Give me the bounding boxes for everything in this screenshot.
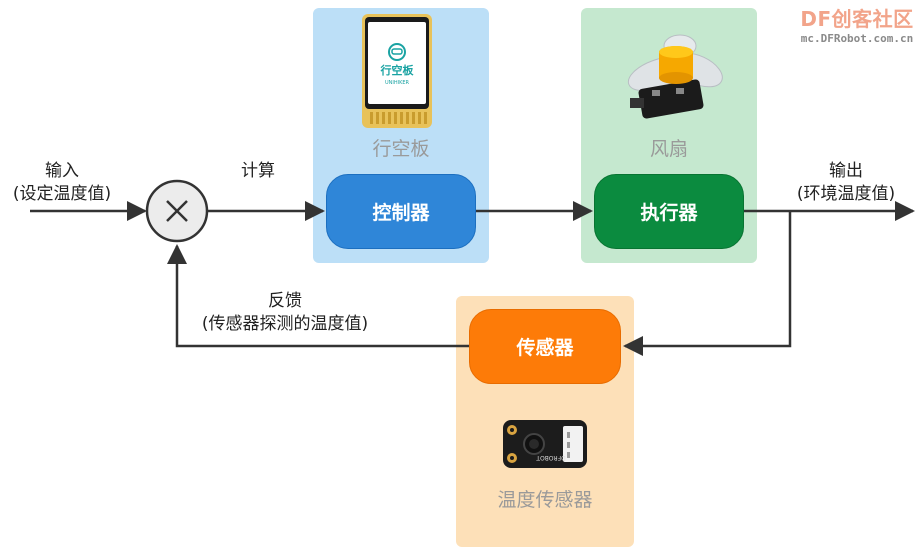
compute-label: 计算 [241, 161, 275, 181]
input-label-line1: 输入 [45, 161, 79, 181]
output-label: 输出 (环境温度值) [784, 160, 908, 206]
sensor-brand-text: DFROBOT [536, 454, 566, 461]
watermark-title: DF创客社区 [800, 7, 914, 31]
input-label-line2: (设定温度值) [12, 184, 112, 204]
sensor-block: 传感器 [469, 309, 621, 384]
actuator-block: 执行器 [594, 174, 744, 249]
temperature-sensor-image: DFROBOT [503, 420, 587, 468]
feedback-label: 反馈 (传感器探测的温度值) [185, 290, 385, 336]
actuator-caption: 风扇 [649, 138, 688, 160]
controller-caption: 行空板 [372, 138, 430, 160]
watermark: DF创客社区 mc.DFRobot.com.cn [797, 3, 917, 45]
watermark-url: mc.DFRobot.com.cn [800, 32, 914, 45]
fan-image [627, 34, 723, 119]
feedback-label-line2: (传感器探测的温度值) [201, 314, 369, 334]
to-sensor-arrow [623, 211, 792, 356]
output-label-line2: (环境温度值) [796, 184, 896, 204]
feedback-label-line1: 反馈 [268, 291, 302, 311]
output-label-line1: 输出 [829, 161, 863, 181]
feedback-arrow [167, 244, 469, 348]
unihiker-board-image: 行空板 UNIHIKER [362, 14, 432, 128]
summing-junction [145, 179, 209, 243]
input-label: 输入 (设定温度值) [2, 160, 122, 206]
controller-block: 控制器 [326, 174, 476, 249]
sensor-caption: 温度传感器 [497, 489, 593, 511]
unihiker-text: 行空板 [380, 63, 415, 77]
unihiker-subtext: UNIHIKER [385, 80, 410, 86]
